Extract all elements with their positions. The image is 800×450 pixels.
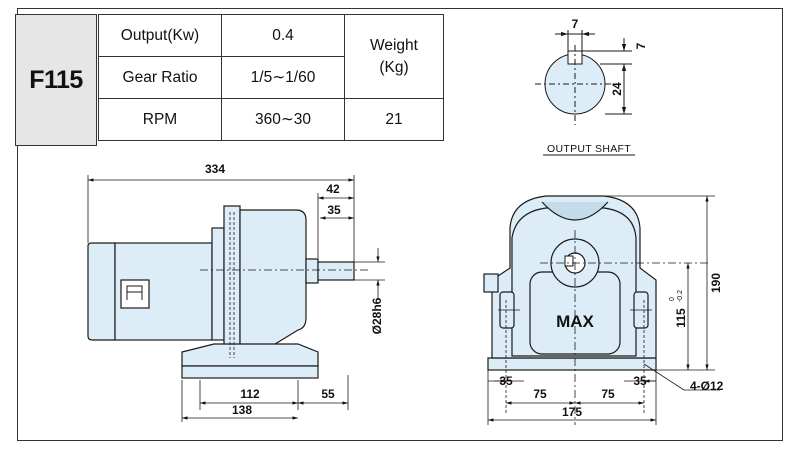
side-view (87, 205, 355, 379)
motor-adapter (211, 227, 225, 341)
motor-end-cap (87, 242, 116, 341)
gear-housing (239, 209, 307, 353)
shaft-length-text: 35 (327, 203, 341, 217)
right-edge-text: 35 (633, 374, 647, 388)
foot-offset-text: 55 (321, 387, 335, 401)
front-base (487, 357, 657, 371)
front-view (483, 195, 657, 371)
spec-table: Output(Kw) 0.4 Weight (Kg) Gear Ratio 1/… (98, 14, 444, 141)
output-shaft (317, 261, 355, 281)
shaft-collar (305, 258, 319, 284)
key-width-text: 7 (572, 17, 579, 31)
half-span-left-text: 75 (533, 387, 547, 401)
overall-length-text: 334 (205, 162, 225, 176)
half-span-right-text: 75 (601, 387, 615, 401)
front-top-rib (541, 201, 609, 221)
foot-base (181, 365, 319, 379)
foot-length-text: 138 (232, 403, 252, 417)
output-shaft-caption: OUTPUT SHAFT (547, 143, 631, 155)
left-edge-text: 35 (499, 374, 513, 388)
spec-row-gear: Gear Ratio 1/5∼1/60 (98, 56, 444, 99)
rpm-value: 360∼30 (221, 98, 345, 141)
model-label-box: F115 (15, 14, 97, 146)
shaft-height-text: 24 (610, 82, 624, 96)
gear-foot (181, 343, 319, 367)
hole-leader (643, 363, 685, 391)
center-height-text: 115 (674, 308, 688, 328)
gear-label: Gear Ratio (98, 56, 222, 99)
total-height-text: 190 (709, 273, 723, 293)
model-code: F115 (29, 65, 83, 94)
housing-shaft-text: 42 (326, 182, 340, 196)
eye-bolt-lug (483, 273, 499, 293)
front-view-annotations (487, 195, 720, 425)
terminal-box (120, 279, 150, 309)
weight-label-line1: Weight (370, 36, 418, 54)
gear-flange (223, 205, 241, 362)
holes-text: 4-Ø12 (690, 379, 724, 393)
output-value: 0.4 (221, 14, 345, 57)
weight-label-line2: (Kg) (379, 58, 409, 76)
rpm-label: RPM (98, 98, 222, 141)
gear-value: 1/5∼1/60 (221, 56, 345, 99)
key-depth-text: 7 (634, 42, 648, 49)
shaft-dia-text: Ø28h6 (370, 297, 384, 334)
spec-row-rpm: RPM 360∼30 21 (98, 98, 444, 141)
max-badge: MAX (556, 312, 594, 331)
center-tol-lower: -0.2 (677, 290, 684, 302)
total-width-text: 175 (562, 405, 582, 419)
center-tol-upper: 0 (669, 297, 676, 301)
weight-value: 21 (344, 98, 444, 141)
side-view-annotations (87, 175, 385, 422)
foot-spacing-text: 112 (240, 387, 260, 401)
output-shaft-detail (535, 30, 632, 125)
